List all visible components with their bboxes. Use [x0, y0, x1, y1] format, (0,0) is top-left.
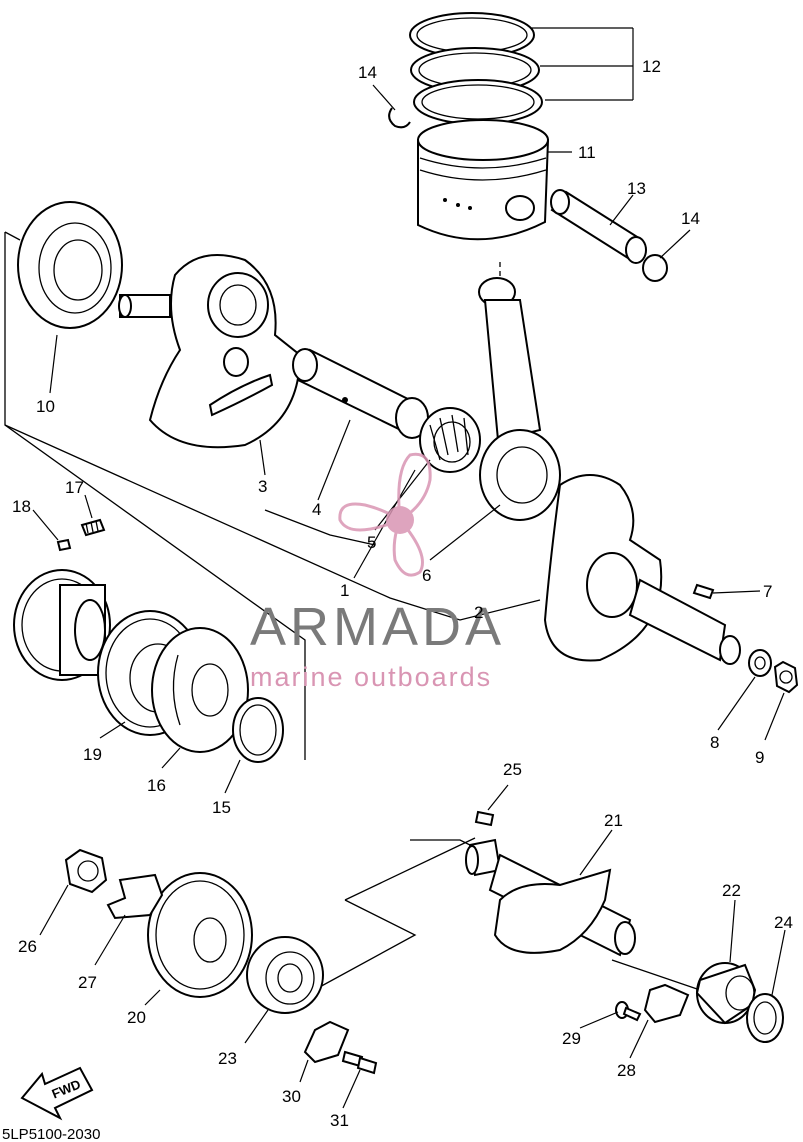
- callout-3: 3: [258, 477, 267, 496]
- callout-7: 7: [763, 582, 772, 601]
- callout-2: 2: [474, 603, 483, 622]
- circlip-right: [642, 254, 668, 282]
- callout-13: 13: [627, 179, 646, 198]
- callout-4: 4: [312, 500, 321, 519]
- callout-21: 21: [604, 811, 623, 830]
- callout-30: 30: [282, 1087, 301, 1106]
- callout-25: 25: [503, 760, 522, 779]
- callout-5: 5: [367, 533, 376, 552]
- crank-web-right: [543, 474, 741, 665]
- spring: [80, 518, 106, 537]
- callout-22: 22: [722, 881, 741, 900]
- plate-16: [151, 627, 249, 753]
- washer-15: [232, 697, 284, 763]
- crank-web-left: [118, 254, 302, 449]
- nut: [773, 660, 799, 694]
- callout-16: 16: [147, 776, 166, 795]
- dowel-pin: [56, 538, 72, 552]
- bolt-31: [341, 1050, 378, 1075]
- assembly-frame-lines: [4, 231, 701, 996]
- callout-6: 6: [422, 566, 431, 585]
- callout-27: 27: [78, 973, 97, 992]
- balancer-shaft: [465, 838, 636, 957]
- callout-14-top: 14: [358, 63, 377, 82]
- callout-31: 31: [330, 1111, 349, 1130]
- plate-30: [303, 1020, 350, 1064]
- piston-pin: [550, 189, 647, 264]
- callout-29: 29: [562, 1029, 581, 1048]
- callout-8: 8: [710, 733, 719, 752]
- bearing-23: [246, 936, 324, 1014]
- watermark-logo: [338, 452, 432, 577]
- connecting-rod: [478, 277, 561, 521]
- circlip-upper: [388, 107, 411, 129]
- callout-26: 26: [18, 937, 37, 956]
- watermark-tagline: marine outboards: [250, 662, 492, 692]
- callout-9: 9: [755, 748, 764, 767]
- callout-18: 18: [12, 497, 31, 516]
- watermark-brand: ARMADA: [250, 597, 505, 657]
- bolt-29: [615, 1001, 642, 1022]
- plate-28: [643, 983, 690, 1024]
- callout-10: 10: [36, 397, 55, 416]
- piston: [417, 119, 550, 241]
- callout-19: 19: [83, 745, 102, 764]
- callout-14-right: 14: [681, 209, 700, 228]
- lock-washer-27: [106, 873, 164, 920]
- woodruff-key: [692, 583, 715, 600]
- crank-pin: [292, 348, 429, 439]
- callout-numbers: 12 11 14 13 14 10 3 4 5 1 6 2 7 8 9 17 1…: [12, 57, 793, 1130]
- needle-bearing: [419, 407, 481, 473]
- seal-24: [746, 993, 784, 1043]
- callout-15: 15: [212, 798, 231, 817]
- balancer-key: [474, 810, 495, 827]
- callout-23: 23: [218, 1049, 237, 1068]
- balancer-gear: [147, 872, 253, 998]
- nut-26: [64, 848, 108, 894]
- callout-12: 12: [642, 57, 661, 76]
- callout-17: 17: [65, 478, 84, 497]
- callout-1: 1: [340, 581, 349, 600]
- callout-11: 11: [578, 143, 596, 162]
- piston-rings: [409, 12, 543, 125]
- washer: [748, 649, 772, 677]
- drive-gear-left: [13, 569, 111, 681]
- fwd-arrow-icon: FWD: [20, 1066, 94, 1121]
- leader-lines: [32, 27, 786, 1109]
- callout-24: 24: [774, 913, 793, 932]
- crank-bearing-left: [17, 201, 123, 329]
- callout-28: 28: [617, 1061, 636, 1080]
- diagram-code: 5LP5100-2030: [2, 1126, 100, 1142]
- bearing-22: [695, 962, 757, 1025]
- callout-20: 20: [127, 1008, 146, 1027]
